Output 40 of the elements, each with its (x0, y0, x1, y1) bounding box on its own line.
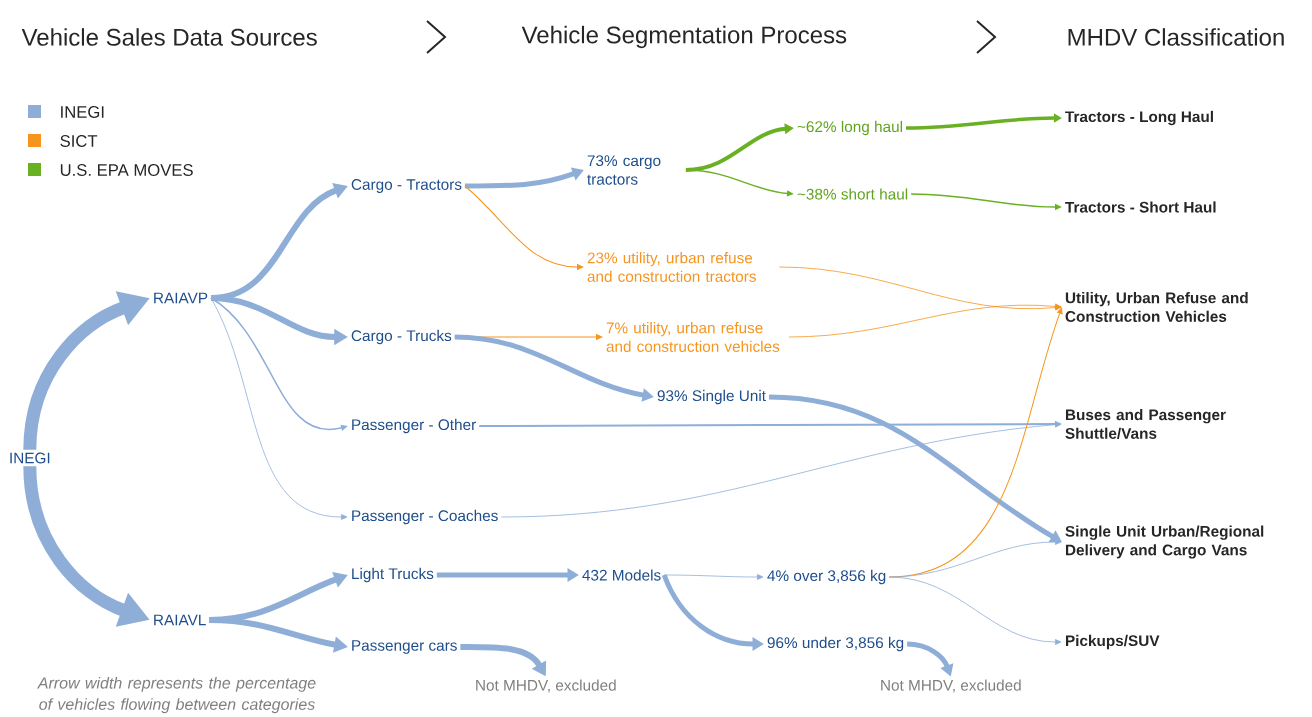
category-label: Passenger cars (352, 640, 457, 654)
class-label: Single Unit Urban/Regional Delivery and Cargo Vans (1065, 525, 1264, 559)
share-label: 432 Models (582, 569, 661, 581)
flow-arrow (500, 421, 1062, 518)
class-label: Pickups/SUV (1065, 634, 1160, 650)
category-label: Light Trucks (352, 567, 434, 583)
flow-arrow (788, 303, 1062, 338)
category-label: Cargo - Trucks (351, 329, 452, 345)
category-label: Cargo - Tractors (351, 179, 462, 193)
category-label: Passenger - Coaches (352, 509, 498, 525)
excluded-label: Not MHDV, excluded (881, 679, 1021, 693)
flow-arrow (210, 297, 348, 520)
dataset-label: RAIAVP (154, 292, 208, 304)
flow-arrow (778, 266, 1062, 311)
class-label: Tractors - Short Haul (1065, 201, 1216, 213)
category-label: Passenger - Other (352, 418, 476, 434)
share-label: ~62% long haul (797, 120, 903, 136)
stage-heading: MHDV Classification (1068, 28, 1284, 46)
share-label: 73% cargo tractors (587, 155, 661, 185)
share-label: 23% utility, urban refuse and construction tractors (587, 252, 756, 282)
legend-label: INEGI (61, 106, 104, 118)
excluded-label: Not MHDV, excluded (476, 679, 616, 693)
source-label: INEGI (10, 452, 50, 464)
caption: Arrow width represents the percentage of vehicles flowing between categories (37, 676, 316, 714)
share-label: 7% utility, urban refuse and construction vehicles (606, 322, 780, 352)
class-label: Tractors - Long Haul (1065, 110, 1213, 126)
share-label: 96% under 3,856 kg (767, 636, 904, 652)
stage-heading: Vehicle Sales Data Sources (21, 28, 317, 46)
legend-label: SICT (60, 135, 98, 147)
share-label: 4% over 3,856 kg (767, 569, 886, 585)
share-label: ~38% short haul (797, 188, 908, 200)
flow-arrow (663, 574, 764, 580)
class-label: Buses and Passenger Shuttle/Vans (1065, 408, 1226, 440)
flow-arrow (464, 185, 584, 270)
stage-heading: Vehicle Segmentation Process (521, 25, 847, 49)
legend-label: U.S. EPA MOVES (60, 164, 193, 176)
dataset-label: RAIAVL (154, 614, 206, 626)
flow-arrow (888, 576, 1062, 645)
share-label: 93% Single Unit (657, 389, 766, 405)
class-label: Utility, Urban Refuse and Construction Vehicles (1065, 292, 1248, 322)
